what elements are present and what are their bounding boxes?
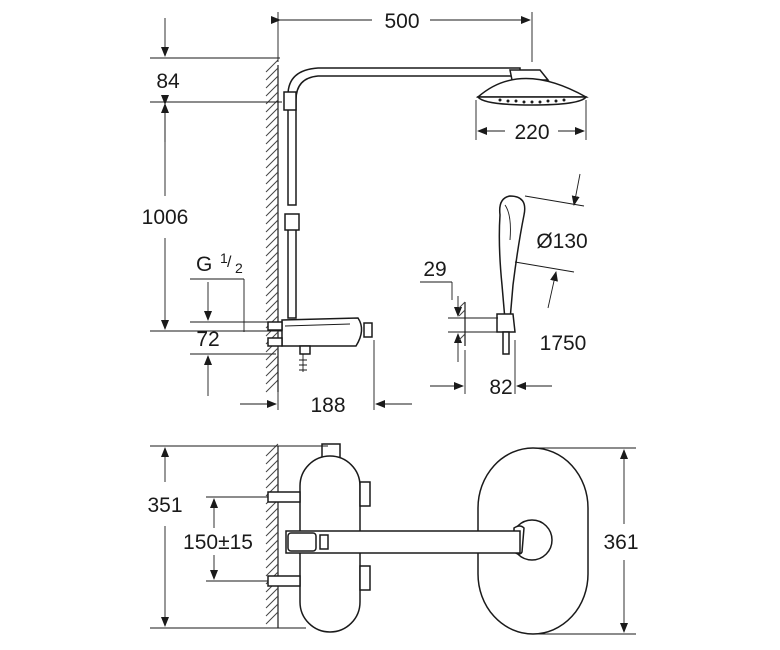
front-elevation: 351 150±15 361 xyxy=(147,443,639,635)
svg-text:/: / xyxy=(227,254,232,271)
overhead-shower xyxy=(476,69,589,106)
dim-inlet-height: 72 xyxy=(196,328,219,351)
hand-shower xyxy=(496,195,526,355)
dim-g-label: G xyxy=(196,253,212,276)
dim-top-offset: 84 xyxy=(156,70,180,93)
shower-arm-front xyxy=(285,530,521,554)
dim-head-height: 361 xyxy=(603,531,638,554)
dim-inlet-spacing: 150±15 xyxy=(183,531,253,554)
riser-pipe xyxy=(283,67,521,319)
dim-arm-length: 500 xyxy=(384,10,419,33)
dim-overhead-diameter: 220 xyxy=(514,121,549,144)
overhead-front xyxy=(477,447,589,635)
dim-hand-diameter: Ø130 xyxy=(536,230,587,253)
dim-hose-length: 1750 xyxy=(540,332,587,355)
dim-holder-depth: 82 xyxy=(489,376,512,399)
side-elevation: 500 84 1006 220 G 1 / 2 72 xyxy=(142,10,589,417)
dim-hand-wall-offset: 29 xyxy=(423,258,446,281)
dim-g-denominator: 2 xyxy=(235,260,243,276)
dim-g-numerator: 1 xyxy=(220,250,228,266)
wall-hatch-front xyxy=(265,443,279,625)
dim-thermostat-height: 351 xyxy=(147,494,182,517)
thermostat-side xyxy=(267,317,373,372)
dim-height-total: 1006 xyxy=(142,206,189,229)
dim-thermostat-depth: 188 xyxy=(310,394,345,417)
